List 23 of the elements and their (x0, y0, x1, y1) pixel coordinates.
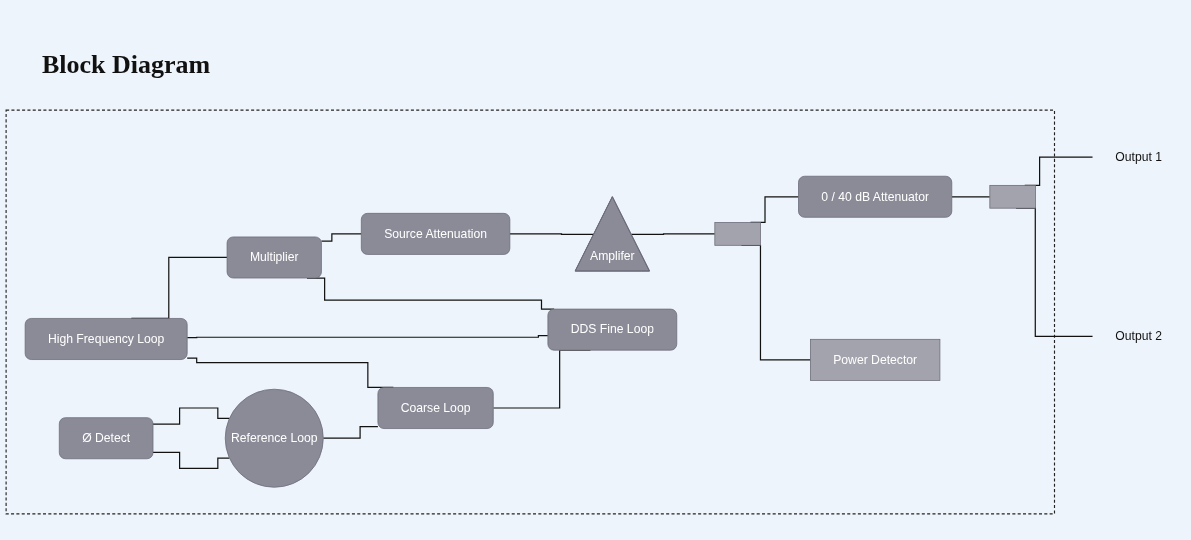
node-box: 0 / 40 dB Attenuator (798, 175, 953, 218)
connector (186, 334, 549, 339)
connector (509, 233, 595, 235)
connector (152, 407, 231, 425)
node-text: Output 1 (1115, 150, 1163, 164)
connector (630, 233, 716, 235)
node-box: Multiplier (226, 236, 322, 279)
node-box (989, 185, 1036, 209)
connector (152, 451, 231, 470)
node-box: High Frequency Loop (24, 318, 188, 360)
node-circle: Reference Loop (224, 388, 324, 488)
node-box: Ø Detect (58, 417, 154, 460)
connector (951, 196, 991, 198)
connector (322, 426, 379, 439)
node-box (714, 222, 761, 246)
node-box: Coarse Loop (377, 387, 494, 429)
node-box: Power Detector (810, 338, 941, 381)
node-box: DDS Fine Loop (547, 308, 678, 351)
node-text: Output 2 (1115, 329, 1163, 343)
cluster (5, 109, 1056, 515)
diagram-title: Block Diagram (42, 50, 212, 80)
node-box: Source Attenuation (360, 213, 511, 255)
connector (320, 233, 362, 242)
